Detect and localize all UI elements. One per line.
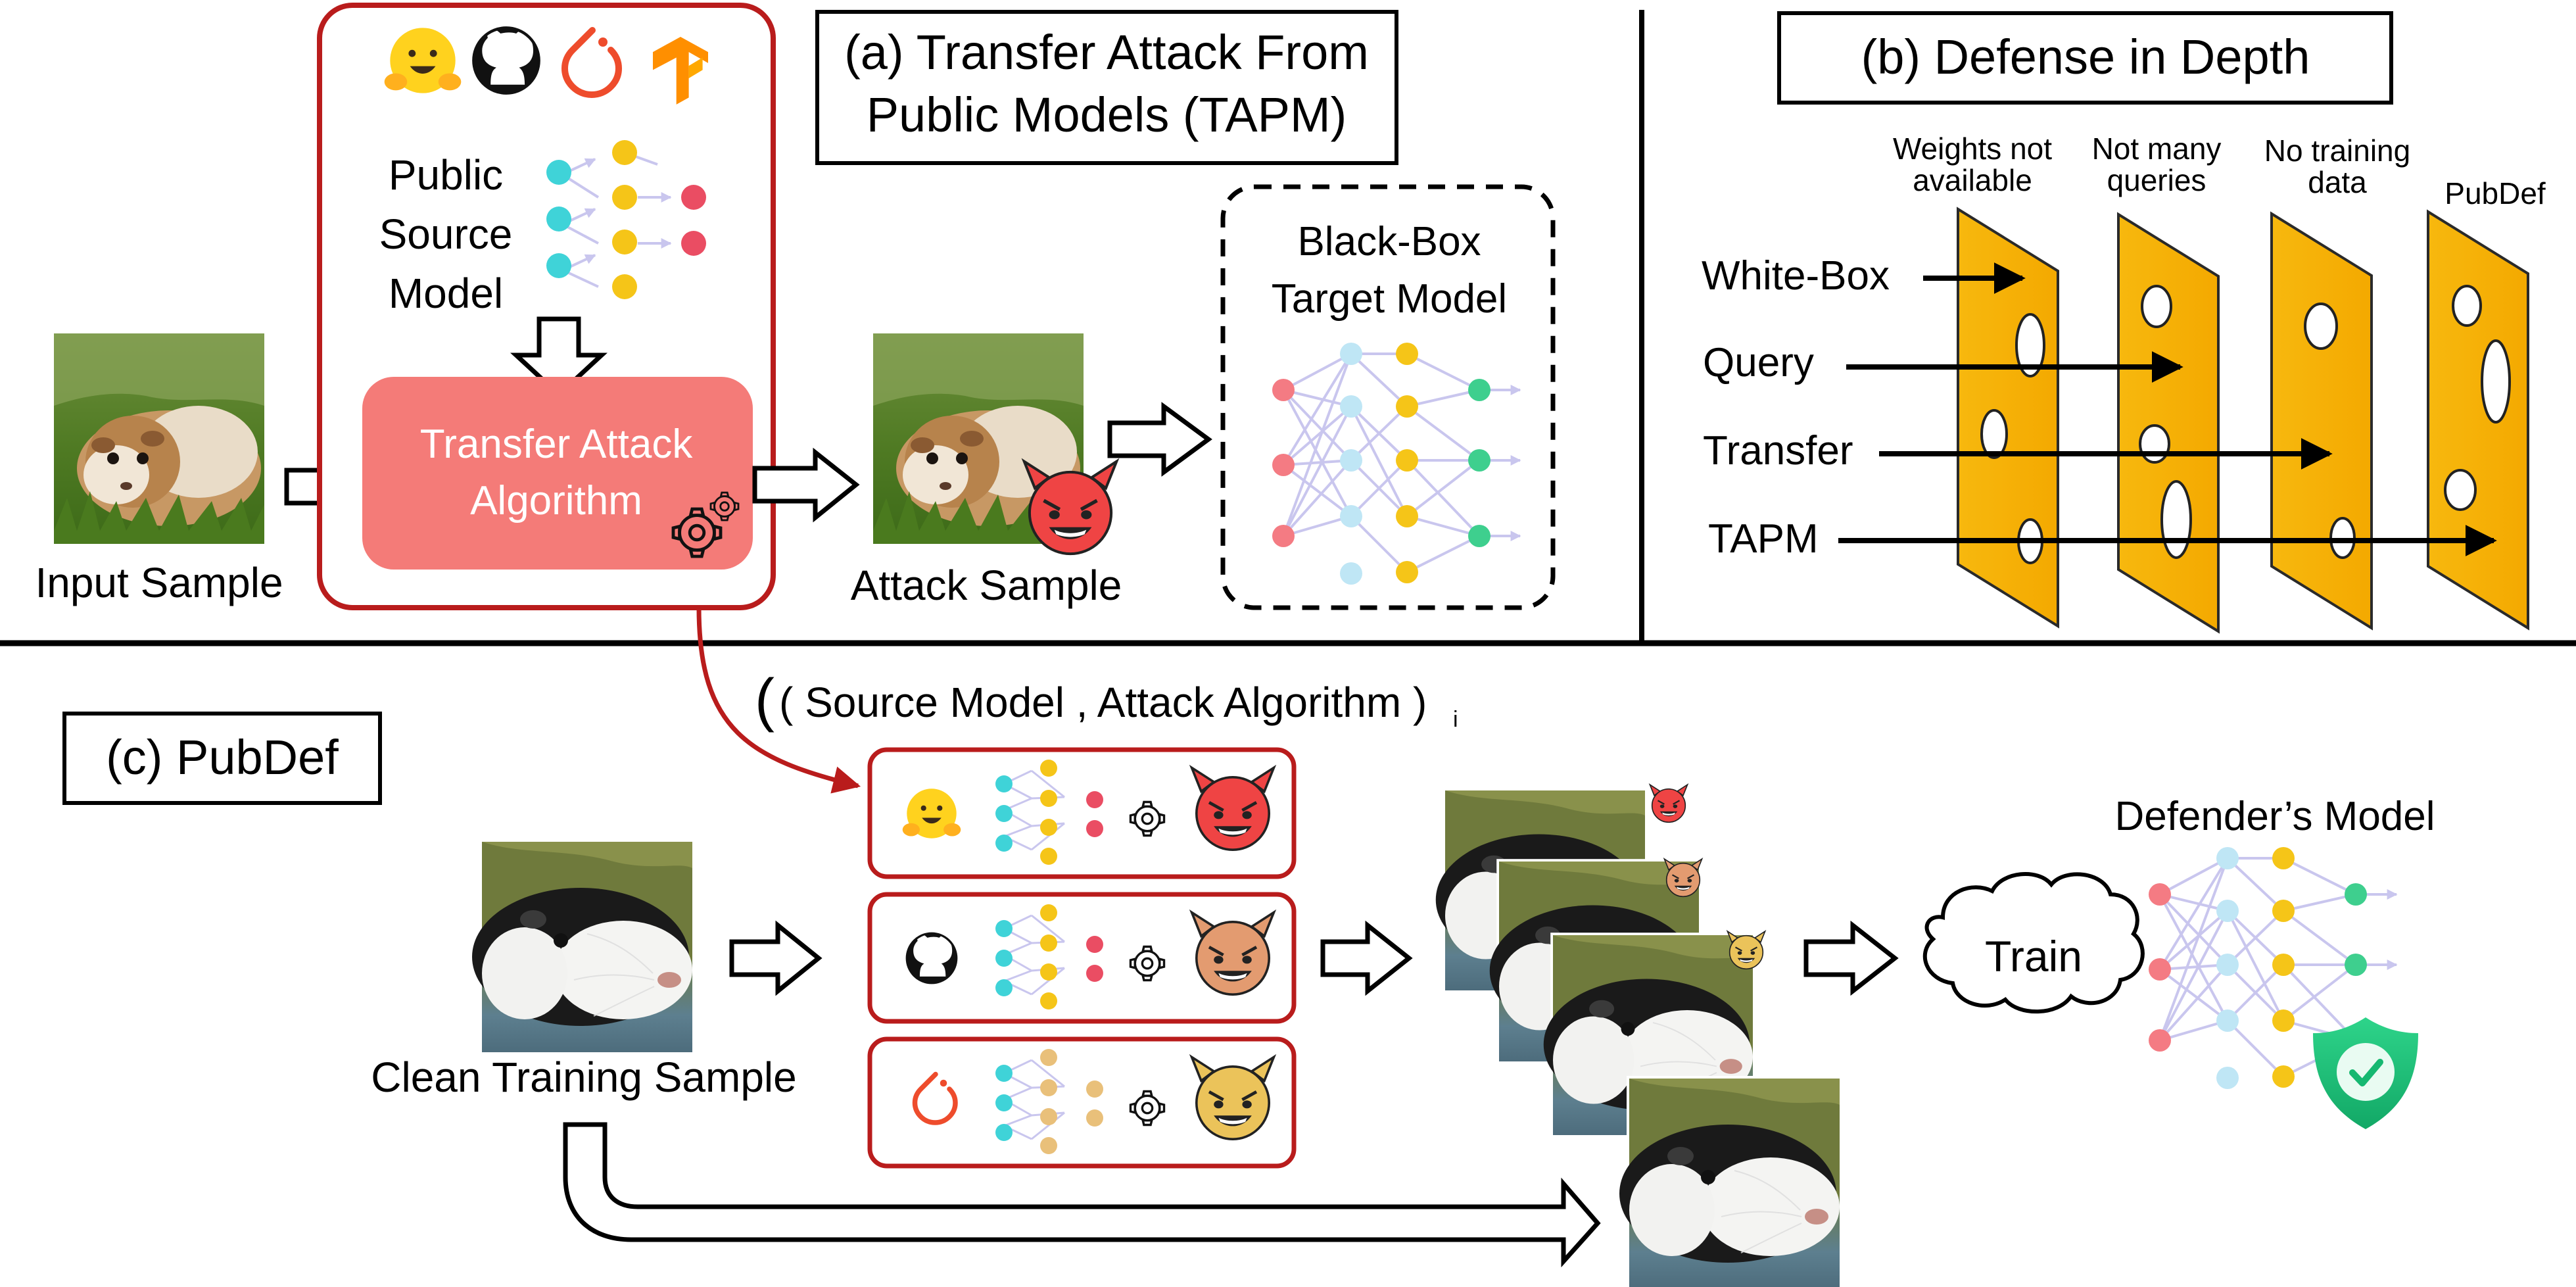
input-sample-label: Input Sample (35, 559, 283, 606)
black-box-target-model (1220, 184, 1556, 610)
source-model-line3: Model (389, 270, 503, 317)
public-source-model-network (546, 140, 706, 299)
pair-open-paren: ( (755, 668, 775, 733)
github-icon (905, 932, 958, 984)
defense-layer-3 (2270, 211, 2373, 631)
devil-red-icon (1024, 462, 1116, 554)
github-icon (473, 28, 538, 93)
source-to-algorithm-arrow (510, 316, 608, 398)
pair-box-1 (867, 747, 1297, 879)
layer4-label: PubDef (2445, 176, 2546, 210)
panel-a-title-box (815, 10, 1398, 165)
algorithm-line1: Transfer Attack (420, 422, 694, 467)
attack-label-transfer: Transfer (1703, 428, 1853, 474)
shield-check-icon (2313, 1017, 2418, 1129)
pairs-to-adversarial-arrow (1320, 920, 1413, 996)
panel-b-title: (b) Defense in Depth (1861, 30, 2310, 84)
train-label: Train (1985, 932, 2082, 981)
devil-red-icon (1649, 783, 1688, 823)
source-pair-connector (696, 607, 861, 794)
target-line1: Black-Box (1297, 219, 1481, 264)
clean-to-pairs-arrow (729, 920, 823, 996)
pair-box-2 (867, 892, 1297, 1024)
devil-red-icon (1192, 767, 1274, 850)
adversarial-to-train-arrow (1803, 920, 1899, 996)
transfer-attack-algorithm (362, 377, 753, 570)
attack-sample-label: Attack Sample (851, 562, 1122, 609)
defense-layer-4-pubdef (2427, 209, 2529, 631)
layer2-label-line1: Not many (2092, 132, 2222, 166)
pair-subscript: i (1453, 707, 1458, 732)
panel-a: (a) Transfer Attack From Public Models (… (35, 3, 1556, 610)
attack-label-white-box: White-Box (1702, 253, 1890, 299)
attack-to-target-arrow (1107, 402, 1212, 477)
panel-b: (b) Defense in Depth Weights not availab… (1702, 11, 2546, 634)
pair-label: ( Source Model , Attack Algorithm ) (779, 679, 1427, 726)
clean-training-image (471, 841, 693, 1053)
layer1-label-line2: available (1913, 163, 2032, 197)
devil-orange-icon (1663, 858, 1703, 898)
algorithm-line2: Algorithm (470, 478, 642, 523)
layer3-label-line1: No training (2264, 134, 2410, 168)
target-network (1272, 343, 1521, 585)
attack-label-query: Query (1703, 340, 1814, 385)
source-model-line2: Source (379, 210, 513, 258)
layer3-label-line2: data (2308, 165, 2367, 199)
devil-yellow-icon (1192, 1057, 1274, 1139)
algorithm-to-attack-arrow (752, 447, 860, 523)
clean-copy-image (1619, 1076, 1842, 1287)
layer1-label-line1: Weights not (1893, 132, 2052, 166)
clean-to-training-arrow (563, 1122, 1601, 1268)
panel-b-title-box (1777, 11, 2393, 105)
layer2-label-line2: queries (2107, 163, 2206, 197)
panel-a-title-line1: (a) Transfer Attack From (844, 25, 1369, 80)
devil-orange-icon (1192, 912, 1274, 994)
clean-training-label: Clean Training Sample (371, 1054, 796, 1101)
attack-label-tapm: TAPM (1708, 516, 1819, 562)
train-cloud (1922, 872, 2145, 1014)
pair-box-3 (867, 1036, 1297, 1169)
panel-c: (c) PubDef ( ( Source Model , Attack Alg… (62, 607, 2435, 1287)
target-line2: Target Model (1272, 276, 1507, 322)
input-sample-image (54, 333, 264, 544)
source-model-line1: Public (389, 151, 503, 199)
defense-layer-2 (2117, 212, 2220, 634)
defender-model-label: Defender’s Model (2114, 794, 2435, 839)
devil-yellow-icon (1727, 930, 1766, 970)
panel-c-title-box (62, 712, 382, 805)
defender-network (2149, 847, 2398, 1089)
panel-c-title: (c) PubDef (106, 730, 339, 785)
defense-layer-1 (1957, 206, 2059, 629)
panel-a-title-line2: Public Models (TAPM) (867, 87, 1347, 142)
